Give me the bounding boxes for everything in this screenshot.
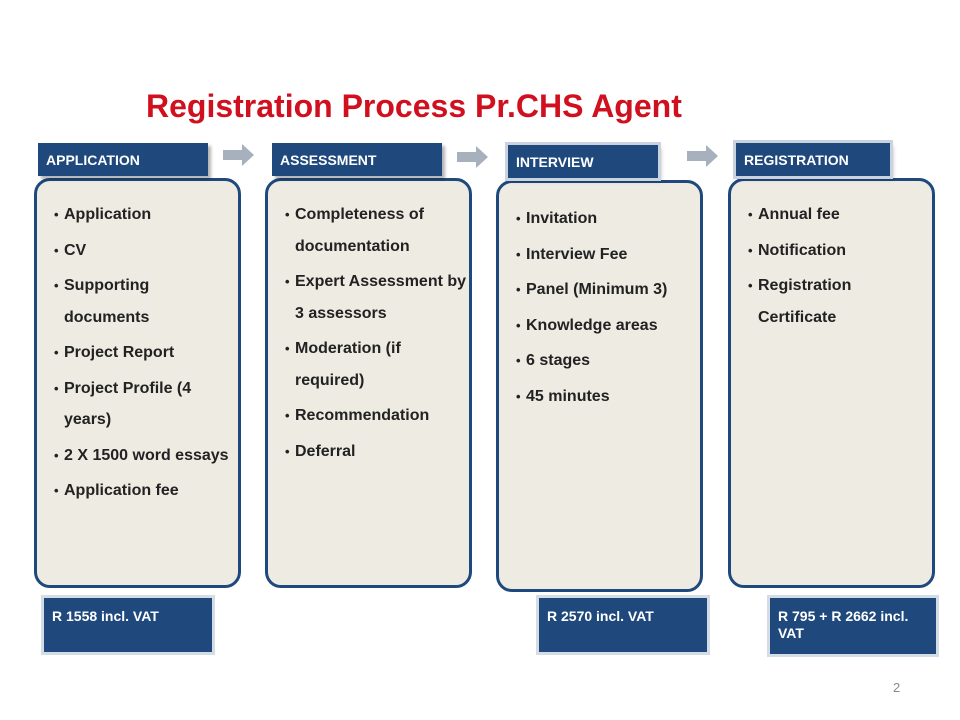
tab-interview: INTERVIEW	[508, 145, 658, 178]
bullet-icon: •	[54, 242, 59, 258]
arrow-right-icon	[223, 144, 254, 166]
registration-fee-badge: R 795 + R 2662 incl. VAT	[770, 598, 936, 654]
list-item: •Application fee	[54, 475, 234, 507]
application-fee-badge: R 1558 incl. VAT	[44, 598, 212, 652]
bullet-icon: •	[285, 274, 290, 289]
interview-fee-badge: R 2570 incl. VAT	[539, 598, 707, 652]
list-item: •Completeness of documentation	[285, 199, 467, 262]
list-item: •Moderation (if required)	[285, 333, 467, 396]
list-item: •2 X 1500 word essays	[54, 440, 234, 472]
registration-card: •Annual fee •Notification •Registration …	[728, 178, 935, 588]
slide-title: Registration Process Pr.CHS Agent	[146, 88, 682, 124]
bullet-icon: •	[54, 278, 59, 293]
registration-list: •Annual fee •Notification •Registration …	[748, 199, 930, 337]
list-item: •Project Profile (4 years)	[54, 373, 234, 436]
list-item: •Expert Assessment by 3 assessors	[285, 266, 467, 329]
bullet-icon: •	[54, 207, 59, 222]
bullet-icon: •	[516, 246, 521, 262]
interview-list: •Invitation •Interview Fee •Panel (Minim…	[516, 203, 698, 416]
list-item: •Recommendation	[285, 400, 467, 432]
interview-card: •Invitation •Interview Fee •Panel (Minim…	[496, 180, 703, 592]
bullet-icon: •	[54, 380, 59, 396]
tab-application: APPLICATION	[38, 143, 208, 176]
bullet-icon: •	[54, 483, 59, 498]
bullet-icon: •	[516, 282, 521, 297]
list-item: •Deferral	[285, 436, 467, 468]
application-card: •Application •CV •Supporting documents •…	[34, 178, 241, 588]
bullet-icon: •	[748, 207, 753, 222]
bullet-icon: •	[748, 278, 753, 293]
bullet-icon: •	[516, 388, 521, 404]
page-number: 2	[893, 680, 901, 695]
bullet-icon: •	[54, 447, 59, 463]
bullet-icon: •	[516, 353, 521, 368]
list-item: •Project Report	[54, 337, 234, 369]
arrow-right-icon	[457, 146, 488, 168]
bullet-icon: •	[285, 408, 290, 423]
tab-registration: REGISTRATION	[736, 143, 890, 176]
application-list: •Application •CV •Supporting documents •…	[54, 199, 234, 511]
assessment-card: •Completeness of documentation •Expert A…	[265, 178, 472, 588]
bullet-icon: •	[285, 207, 290, 222]
bullet-icon: •	[285, 341, 290, 356]
list-item: •Invitation	[516, 203, 698, 235]
list-item: •Supporting documents	[54, 270, 234, 333]
assessment-list: •Completeness of documentation •Expert A…	[285, 199, 467, 471]
list-item: •Registration Certificate	[748, 270, 930, 333]
list-item: •45 minutes	[516, 381, 698, 413]
bullet-icon: •	[516, 211, 521, 226]
list-item: •Knowledge areas	[516, 310, 698, 342]
list-item: •Notification	[748, 235, 930, 267]
bullet-icon: •	[748, 242, 753, 258]
bullet-icon: •	[54, 345, 59, 360]
tab-assessment: ASSESSMENT	[272, 143, 442, 176]
list-item: •Application	[54, 199, 234, 231]
list-item: •Annual fee	[748, 199, 930, 231]
list-item: •Interview Fee	[516, 239, 698, 271]
bullet-icon: •	[516, 317, 521, 333]
list-item: •6 stages	[516, 345, 698, 377]
list-item: •CV	[54, 235, 234, 267]
arrow-right-icon	[687, 145, 718, 167]
bullet-icon: •	[285, 443, 290, 459]
list-item: •Panel (Minimum 3)	[516, 274, 698, 306]
